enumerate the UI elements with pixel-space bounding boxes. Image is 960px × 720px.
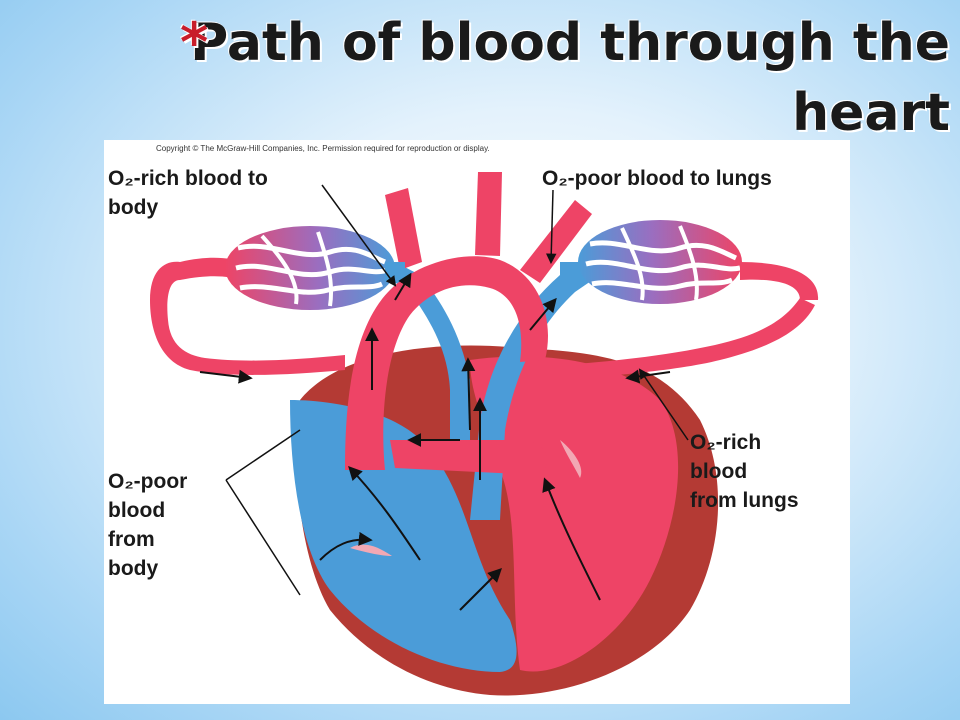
aorta-vessel-2 (475, 172, 502, 256)
aorta-vessel-3 (520, 200, 592, 283)
flow-arrows (199, 272, 671, 611)
left-ventricle (470, 356, 679, 672)
lung-capillary-bed (578, 220, 742, 304)
valve-mitral (560, 440, 582, 478)
aorta-descending (390, 440, 548, 475)
label-o2-poor-from-body: O₂-poor blood from body (108, 470, 188, 580)
label-o2-poor-to-lungs: O₂-poor blood to lungs (542, 167, 772, 190)
label-leaders (225, 184, 689, 596)
slide-title: * Path of blood through the heart (180, 8, 950, 148)
lung-outflow-vessel (740, 262, 819, 300)
body-capillary-bed (225, 226, 395, 310)
title-text: Path of blood through the heart (190, 13, 950, 143)
body-outflow-vessel (385, 262, 405, 282)
copyright-notice: Copyright © The McGraw-Hill Companies, I… (156, 144, 490, 153)
label-o2-rich-from-lungs: O₂-rich blood from lungs (690, 431, 799, 512)
lung-inflow-vessel (560, 262, 580, 282)
aorta-vessel-1 (385, 188, 422, 270)
label-o2-rich-to-body: O₂-rich blood to body (108, 167, 268, 219)
systemic-artery-left (150, 261, 345, 375)
title-bullet: * (180, 11, 209, 74)
valve-tricuspid (350, 544, 392, 556)
aortic-arch (345, 256, 548, 470)
pulmonary-vein-right (560, 298, 815, 380)
